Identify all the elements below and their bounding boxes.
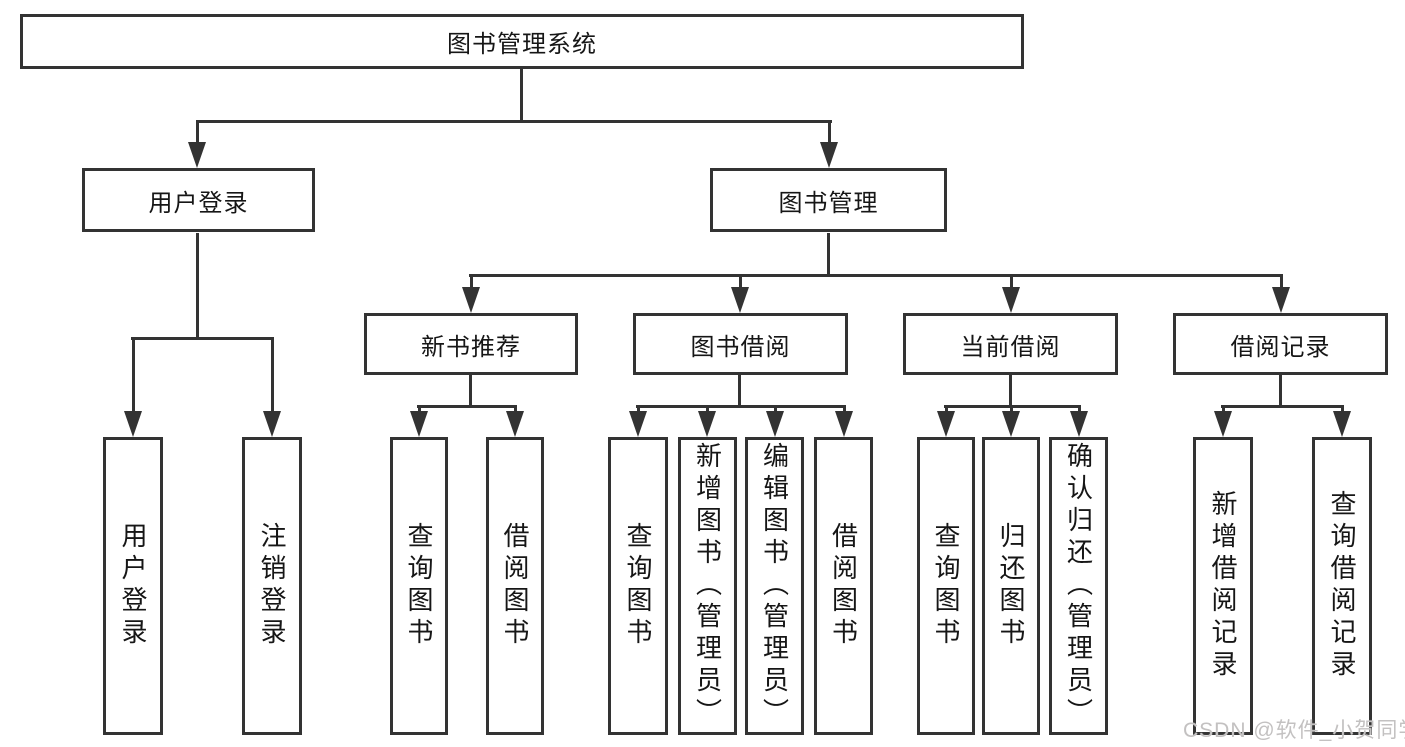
connector-line [1279,274,1283,295]
csdn-watermark: CSDN @软件_小贺同学 [1183,719,1405,742]
node-label: 借阅图书 [500,522,530,650]
node-label: 借阅图书 [828,522,859,650]
node-current-borrowing: 当前借阅 [903,313,1118,375]
arrow-down-icon [188,142,206,168]
node-label: 新书推荐 [421,333,521,361]
node-label: 查询图书 [623,522,653,650]
arrow-down-icon [629,411,647,437]
node-borrowing-records: 借阅记录 [1173,313,1388,375]
connector-line [417,405,517,408]
leaf-query-books-1: 查询图书 [390,437,448,735]
leaf-query-borrow-record: 查询借阅记录 [1312,437,1372,735]
arrow-down-icon [937,411,955,437]
connector-line [469,274,1283,277]
connector-line [1009,274,1013,295]
arrow-down-icon [263,411,281,437]
arrow-down-icon [766,411,784,437]
arrow-down-icon [731,287,749,313]
node-book-management: 图书管理 [710,168,947,232]
arrow-down-icon [506,411,524,437]
node-label: 图书管理系统 [447,31,597,58]
node-label: 查询图书 [931,522,961,650]
node-label: 当前借阅 [960,333,1061,361]
connector-line [944,405,1081,408]
node-new-book-recommendation: 新书推荐 [364,313,578,375]
leaf-borrow-books-1: 借阅图书 [486,437,544,735]
arrow-down-icon [1002,411,1020,437]
leaf-add-books-admin: 新增图书（管理员） [678,437,737,735]
connector-line [196,120,832,123]
leaf-confirm-return-admin: 确认归还（管理员） [1049,437,1108,735]
leaf-borrow-books-2: 借阅图书 [814,437,873,735]
connector-line [131,337,135,419]
leaf-user-login: 用户登录 [103,437,163,735]
node-label: 查询借阅记录 [1327,490,1357,682]
connector-line [827,233,830,274]
arrow-down-icon [1333,411,1351,437]
connector-line [738,274,742,295]
connector-line [131,337,274,340]
node-label: 归还图书 [996,522,1026,650]
connector-line [1221,405,1344,408]
connector-line [1279,375,1282,405]
node-label: 用户登录 [148,189,249,217]
arrow-down-icon [835,411,853,437]
connector-line [520,69,523,120]
arrow-down-icon [820,142,838,168]
node-label: 确认归还（管理员） [1063,442,1094,730]
connector-line [469,375,472,405]
arrow-down-icon [1214,411,1232,437]
arrow-down-icon [410,411,428,437]
leaf-add-borrow-record: 新增借阅记录 [1193,437,1253,735]
node-label: 新增图书（管理员） [692,442,723,730]
arrow-down-icon [1002,287,1020,313]
connector-line [270,337,274,419]
node-label: 图书借阅 [690,333,791,361]
leaf-return-books: 归还图书 [982,437,1040,735]
node-label: 编辑图书（管理员） [759,442,790,730]
node-user-login: 用户登录 [82,168,315,232]
node-label: 用户登录 [118,522,148,650]
node-label: 注销登录 [257,522,287,650]
leaf-query-books-2: 查询图书 [608,437,668,735]
arrow-down-icon [1070,411,1088,437]
node-label: 新增借阅记录 [1208,490,1238,682]
arrow-down-icon [698,411,716,437]
connector-line [195,120,199,150]
connector-line [196,233,199,337]
node-label: 图书管理 [778,189,879,217]
node-label: 查询图书 [404,522,434,650]
connector-line [469,274,473,295]
node-library-management-system: 图书管理系统 [20,14,1024,69]
node-label: 借阅记录 [1230,333,1331,361]
connector-line [636,405,846,408]
arrow-down-icon [462,287,480,313]
connector-line [738,375,741,405]
arrow-down-icon [124,411,142,437]
connector-line [1009,375,1012,405]
node-book-borrowing: 图书借阅 [633,313,848,375]
arrow-down-icon [1272,287,1290,313]
connector-line [827,120,831,150]
leaf-logout: 注销登录 [242,437,302,735]
leaf-query-books-3: 查询图书 [917,437,975,735]
leaf-edit-books-admin: 编辑图书（管理员） [745,437,804,735]
